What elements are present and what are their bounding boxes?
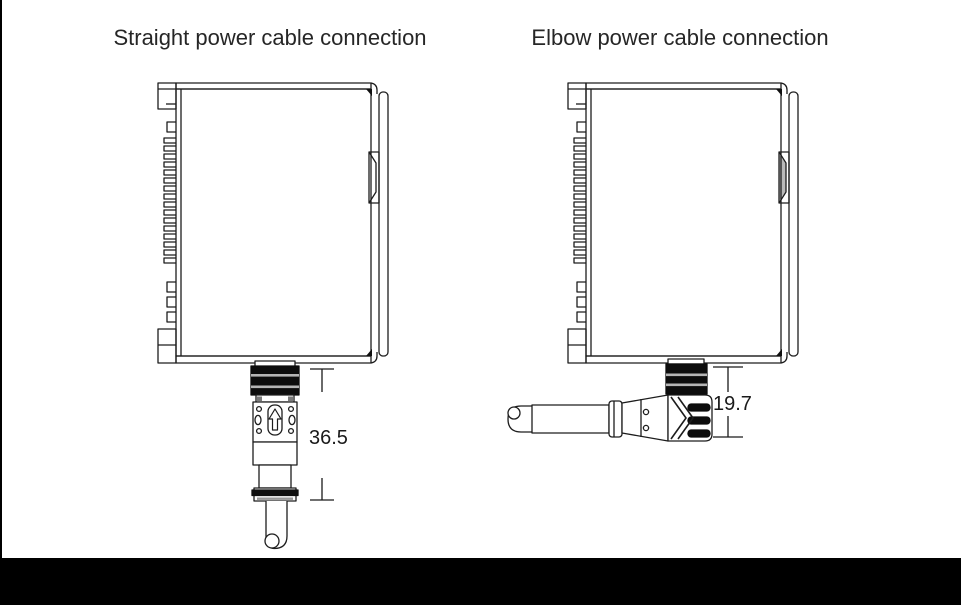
elbow-panel-title: Elbow power cable connection <box>531 25 828 50</box>
footer-bar <box>0 558 961 605</box>
knurl-dot <box>287 427 295 435</box>
chevron-mark <box>670 396 687 440</box>
device-body-straight <box>157 82 389 364</box>
elbow-connector <box>507 358 713 442</box>
taper-grip <box>621 394 669 442</box>
straight-panel-title: Straight power cable connection <box>113 25 426 50</box>
dimension-value-elbow: 19.7 <box>713 393 752 415</box>
knurl-dot <box>255 405 263 413</box>
knurl-dot <box>254 414 262 426</box>
dimension-straight: 36.5 <box>309 368 348 501</box>
cable-sleeve <box>531 404 610 434</box>
locking-nut <box>665 363 708 395</box>
cable-straight <box>264 501 288 550</box>
locking-nut <box>250 365 300 396</box>
connector-body <box>252 401 298 489</box>
flange-ring <box>608 400 623 438</box>
device-body-elbow <box>567 82 799 364</box>
dimension-elbow: 19.7 <box>713 366 752 438</box>
left-edge-line <box>0 0 2 558</box>
chevron-mark <box>677 396 694 440</box>
dimension-value-straight: 36.5 <box>309 427 348 449</box>
straight-connector <box>250 360 300 550</box>
connector-washer <box>667 358 705 365</box>
elbow-block <box>667 394 713 442</box>
knurl-dot <box>255 427 263 435</box>
strain-relief-band <box>251 487 299 502</box>
arrow-slot <box>267 404 283 436</box>
arrow-up-icon <box>268 408 282 431</box>
cable-elbow <box>507 405 532 433</box>
knurl-dot <box>287 405 295 413</box>
knurl-dot <box>288 414 296 426</box>
